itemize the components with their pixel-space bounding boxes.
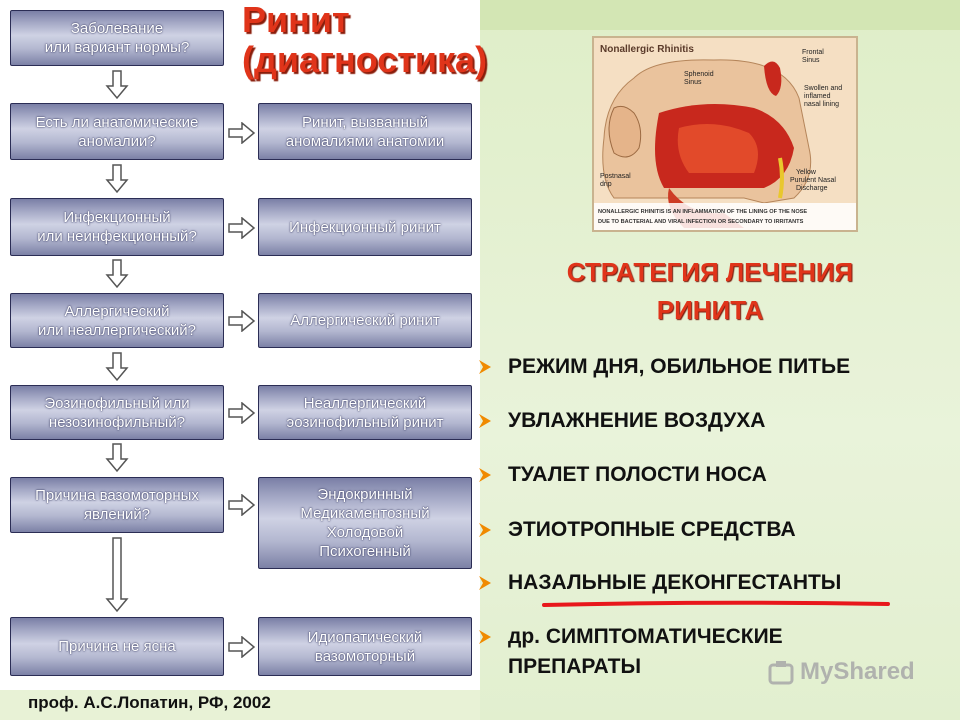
outcome-line: Ринит, вызванный [302,113,428,132]
title-line: (диагностика) [242,40,487,80]
treatment-item-text: ЭТИОТРОПНЫЕ СРЕДСТВА [508,515,948,545]
question-line: незозинофильный? [49,413,185,432]
question-box-eosinophilic: Эозинофильный или незозинофильный? [10,385,224,440]
question-line: Аллергический [64,302,169,321]
watermark-text: MyShared [800,658,915,686]
down-arrow-icon [105,352,129,382]
outcome-line: Холодовой [327,523,403,542]
outcome-line: вазомоторный [315,647,415,666]
question-box-allergic: Аллергический или неаллергический? [10,293,224,348]
outcome-line: аномалиями анатомии [286,132,445,151]
question-line: Причина не ясна [58,637,176,656]
down-arrow-icon [105,70,129,100]
rhinitis-illustration: Nonallergic Rhinitis Frontal Sinus Sphen… [592,36,858,232]
postnasal-drip-label: Postnasal [600,173,631,180]
treatment-item-text: УВЛАЖНЕНИЕ ВОЗДУХА [508,406,948,436]
treatment-item-text: др. СИМПТОМАТИЧЕСКИЕ [508,622,948,652]
outcome-line: Психогенный [319,542,411,561]
outcome-box-infectious: Инфекционный ринит [258,198,472,256]
sphenoid-sinus-label: Sphenoid [684,71,714,78]
treatment-item-text: НАЗАЛЬНЫЕ ДЕКОНГЕСТАНТЫ [508,568,948,598]
question-box-anatomic: Есть ли анатомические аномалии? [10,103,224,160]
outcome-line: Медикаментозный [300,504,429,523]
question-line: Эозинофильный или [44,394,189,413]
chevron-bullet-icon [476,574,494,592]
right-arrow-icon [228,636,256,658]
question-line: аномалии? [78,132,155,151]
right-arrow-icon [228,217,256,239]
question-line: или неинфекционный? [37,227,197,246]
question-box-vasomotor: Причина вазомоторных явлений? [10,477,224,533]
down-arrow-icon [105,443,129,473]
question-line: Инфекционный [63,208,170,227]
outcome-line: Идиопатический [308,628,423,647]
strategy-heading: СТРАТЕГИЯ ЛЕЧЕНИЯ РИНИТА [520,253,900,329]
question-line: явлений? [84,505,150,524]
sphenoid-sinus-label: Sinus [684,79,702,86]
yellow-discharge-label: Discharge [796,185,828,192]
treatment-item-text: РЕЖИМ ДНЯ, ОБИЛЬНОЕ ПИТЬЕ [508,352,948,382]
myshared-logo-icon [768,659,794,685]
right-arrow-icon [228,494,256,516]
chevron-bullet-icon [476,628,494,646]
right-arrow-icon [228,310,256,332]
strategy-heading-line: СТРАТЕГИЯ ЛЕЧЕНИЯ [520,253,900,291]
down-arrow-icon [105,164,129,194]
page-title: Ринит (диагностика) [242,0,487,80]
frontal-sinus-label: Sinus [802,57,820,64]
question-line: или неаллергический? [38,321,196,340]
question-box-normal-variant: Заболевание или вариант нормы? [10,10,224,66]
nasal-anatomy-image: Nonallergic Rhinitis Frontal Sinus Sphen… [594,38,856,230]
question-line: Причина вазомоторных [35,486,199,505]
illustration-caption: DUE TO BACTERIAL AND VIRAL INFECTION OR … [598,219,804,225]
postnasal-drip-label: drip [600,181,612,188]
chevron-bullet-icon [476,521,494,539]
question-box-infectious: Инфекционный или неинфекционный? [10,198,224,256]
outcome-box-vasomotor: Эндокринный Медикаментозный Холодовой Пс… [258,477,472,569]
frontal-sinus-label: Frontal [802,49,824,56]
right-arrow-icon [228,122,256,144]
outcome-line: Неаллергический [304,394,427,413]
outcome-box-eosinophilic: Неаллергический эозинофильный ринит [258,385,472,440]
outcome-box-anatomic: Ринит, вызванный аномалиями анатомии [258,103,472,160]
outcome-line: Аллергический ринит [290,311,439,330]
question-box-unclear: Причина не ясна [10,617,224,676]
top-stripe [480,0,960,30]
swollen-lining-label: inflamed [804,93,831,100]
right-arrow-icon [228,402,256,424]
question-line: или вариант нормы? [45,38,190,57]
treatment-item-text: ТУАЛЕТ ПОЛОСТИ НОСА [508,460,948,490]
swollen-lining-label: nasal lining [804,101,839,108]
down-arrow-icon [105,259,129,289]
watermark: MyShared [768,658,915,686]
outcome-box-idiopathic: Идиопатический вазомоторный [258,617,472,676]
question-line: Есть ли анатомические [36,113,199,132]
yellow-discharge-label: Yellow [796,169,817,176]
chevron-bullet-icon [476,466,494,484]
question-line: Заболевание [71,19,163,38]
emphasis-underline [542,600,890,608]
illustration-caption: NONALLERGIC RHINITIS IS AN INFLAMMATION … [598,209,807,215]
outcome-box-allergic: Аллергический ринит [258,293,472,348]
outcome-line: Инфекционный ринит [289,218,441,237]
down-arrow-icon [105,537,129,613]
strategy-heading-line: РИНИТА [520,291,900,329]
yellow-discharge-label: Purulent Nasal [790,177,836,184]
author-credit: проф. А.С.Лопатин, РФ, 2002 [28,693,271,713]
illustration-title: Nonallergic Rhinitis [600,44,694,55]
chevron-bullet-icon [476,412,494,430]
swollen-lining-label: Swollen and [804,85,842,92]
title-line: Ринит [242,0,487,40]
outcome-line: Эндокринный [317,485,412,504]
outcome-line: эозинофильный ринит [286,413,443,432]
chevron-bullet-icon [476,358,494,376]
